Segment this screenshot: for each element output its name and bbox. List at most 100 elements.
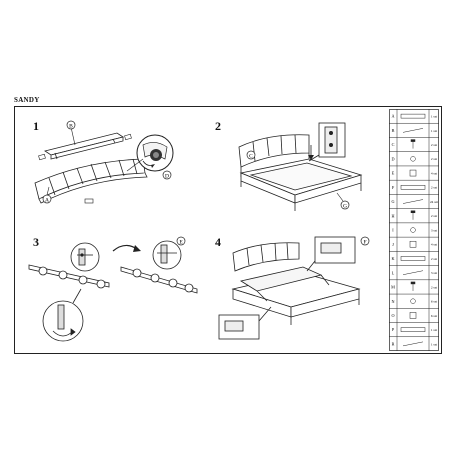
part-illustration xyxy=(410,139,416,149)
parts-row: J 4 szt xyxy=(392,240,437,248)
part-illustration xyxy=(400,185,426,190)
part-illustration xyxy=(409,169,417,177)
part-label: G xyxy=(391,199,394,204)
callout-G: G xyxy=(336,192,350,210)
part-label: I xyxy=(392,228,394,233)
part-label: B xyxy=(392,128,395,133)
part-illustration xyxy=(410,298,416,304)
part-illustration xyxy=(409,240,417,248)
step-2-diagram: C G xyxy=(238,122,363,211)
svg-text:E: E xyxy=(179,240,183,246)
parts-row: F 2 szt xyxy=(392,185,437,190)
detail-zoom-bracket xyxy=(308,122,346,162)
part-illustration xyxy=(410,210,416,220)
part-label: R xyxy=(392,341,395,346)
detail-zoom-circle-top xyxy=(70,242,100,272)
part-label: M xyxy=(391,285,395,290)
callout-B: B xyxy=(66,120,76,146)
end-cap xyxy=(38,153,46,161)
part-quantity: 24 szt xyxy=(430,200,438,204)
headboard-rail xyxy=(44,132,124,160)
assembled-headboard xyxy=(238,134,310,177)
headboard-panel xyxy=(34,158,148,204)
part-illustration xyxy=(400,256,426,261)
step-1-number: 1 xyxy=(33,119,39,133)
svg-text:D: D xyxy=(165,174,169,180)
part-quantity: 2 szt xyxy=(431,186,437,190)
document-title: SANDY xyxy=(14,96,40,104)
callout-C: C xyxy=(246,150,256,160)
part-quantity: 1 szt xyxy=(431,129,437,133)
assembled-headboard xyxy=(232,242,300,272)
part-quantity: 2 szt xyxy=(431,214,437,218)
part-illustration xyxy=(402,270,424,275)
callout-A: A xyxy=(42,186,52,204)
step-3-number: 3 xyxy=(33,235,39,249)
detail-zoom-box-lower xyxy=(218,306,272,340)
part-quantity: 3 szt xyxy=(431,228,437,232)
step-3-diagram: E xyxy=(28,236,198,342)
slat-rail-right xyxy=(120,266,198,294)
part-quantity: 6 szt xyxy=(431,314,437,318)
part-illustration xyxy=(409,312,417,319)
parts-row: M 2 szt xyxy=(391,281,437,291)
svg-text:C: C xyxy=(249,154,253,160)
part-label: L xyxy=(392,270,395,275)
part-quantity: 1 szt xyxy=(431,342,437,346)
slat-rail-left xyxy=(28,264,110,289)
part-illustration xyxy=(402,341,424,347)
part-quantity: 6 szt xyxy=(431,300,437,304)
parts-row: G 24 szt xyxy=(391,199,438,204)
step-4-diagram: F xyxy=(218,236,370,340)
part-label: H xyxy=(391,213,394,218)
step-2-number: 2 xyxy=(215,119,221,133)
part-label: P xyxy=(392,327,395,332)
part-label: K xyxy=(391,256,394,261)
step-1-diagram: B A D xyxy=(34,120,174,204)
end-cap xyxy=(124,133,132,141)
svg-text:B: B xyxy=(69,124,73,130)
part-quantity: 2 szt xyxy=(431,257,437,261)
svg-text:A: A xyxy=(45,198,49,204)
part-label: A xyxy=(391,114,394,119)
parts-row: K 2 szt xyxy=(391,256,437,261)
part-quantity: 4 szt xyxy=(431,243,437,247)
parts-row: H 2 szt xyxy=(391,210,437,220)
instruction-frame: 1 xyxy=(14,106,442,354)
step-4-number: 4 xyxy=(215,235,221,249)
part-label: J xyxy=(392,242,394,247)
part-label: F xyxy=(392,185,395,190)
parts-row: D 2 szt xyxy=(391,156,437,162)
detail-zoom-circle xyxy=(126,134,174,172)
part-illustration xyxy=(402,199,424,204)
detail-zoom-circle-bottom xyxy=(42,288,84,342)
part-illustration xyxy=(402,128,424,133)
detail-zoom-circle-right xyxy=(152,240,182,270)
part-quantity: 1 szt xyxy=(431,115,437,119)
part-quantity: 4 szt xyxy=(431,171,437,175)
part-quantity: 3 szt xyxy=(431,271,437,275)
part-quantity: 2 szt xyxy=(431,285,437,289)
svg-text:G: G xyxy=(343,204,347,210)
callout-D: D xyxy=(162,170,172,180)
parts-row: R 1 szt xyxy=(392,341,438,346)
part-illustration xyxy=(410,227,416,233)
part-illustration xyxy=(400,113,426,119)
part-label: D xyxy=(391,156,394,161)
part-illustration xyxy=(410,281,416,291)
end-cap xyxy=(84,198,94,204)
callout-E: E xyxy=(176,236,186,246)
part-illustration xyxy=(410,156,416,162)
parts-row: A 1 szt xyxy=(391,114,437,119)
bed-frame-lifting xyxy=(231,266,361,325)
parts-row: I 3 szt xyxy=(392,227,437,233)
part-quantity: 2 szt xyxy=(431,157,437,161)
part-label: C xyxy=(392,142,395,147)
bed-frame xyxy=(239,158,363,211)
